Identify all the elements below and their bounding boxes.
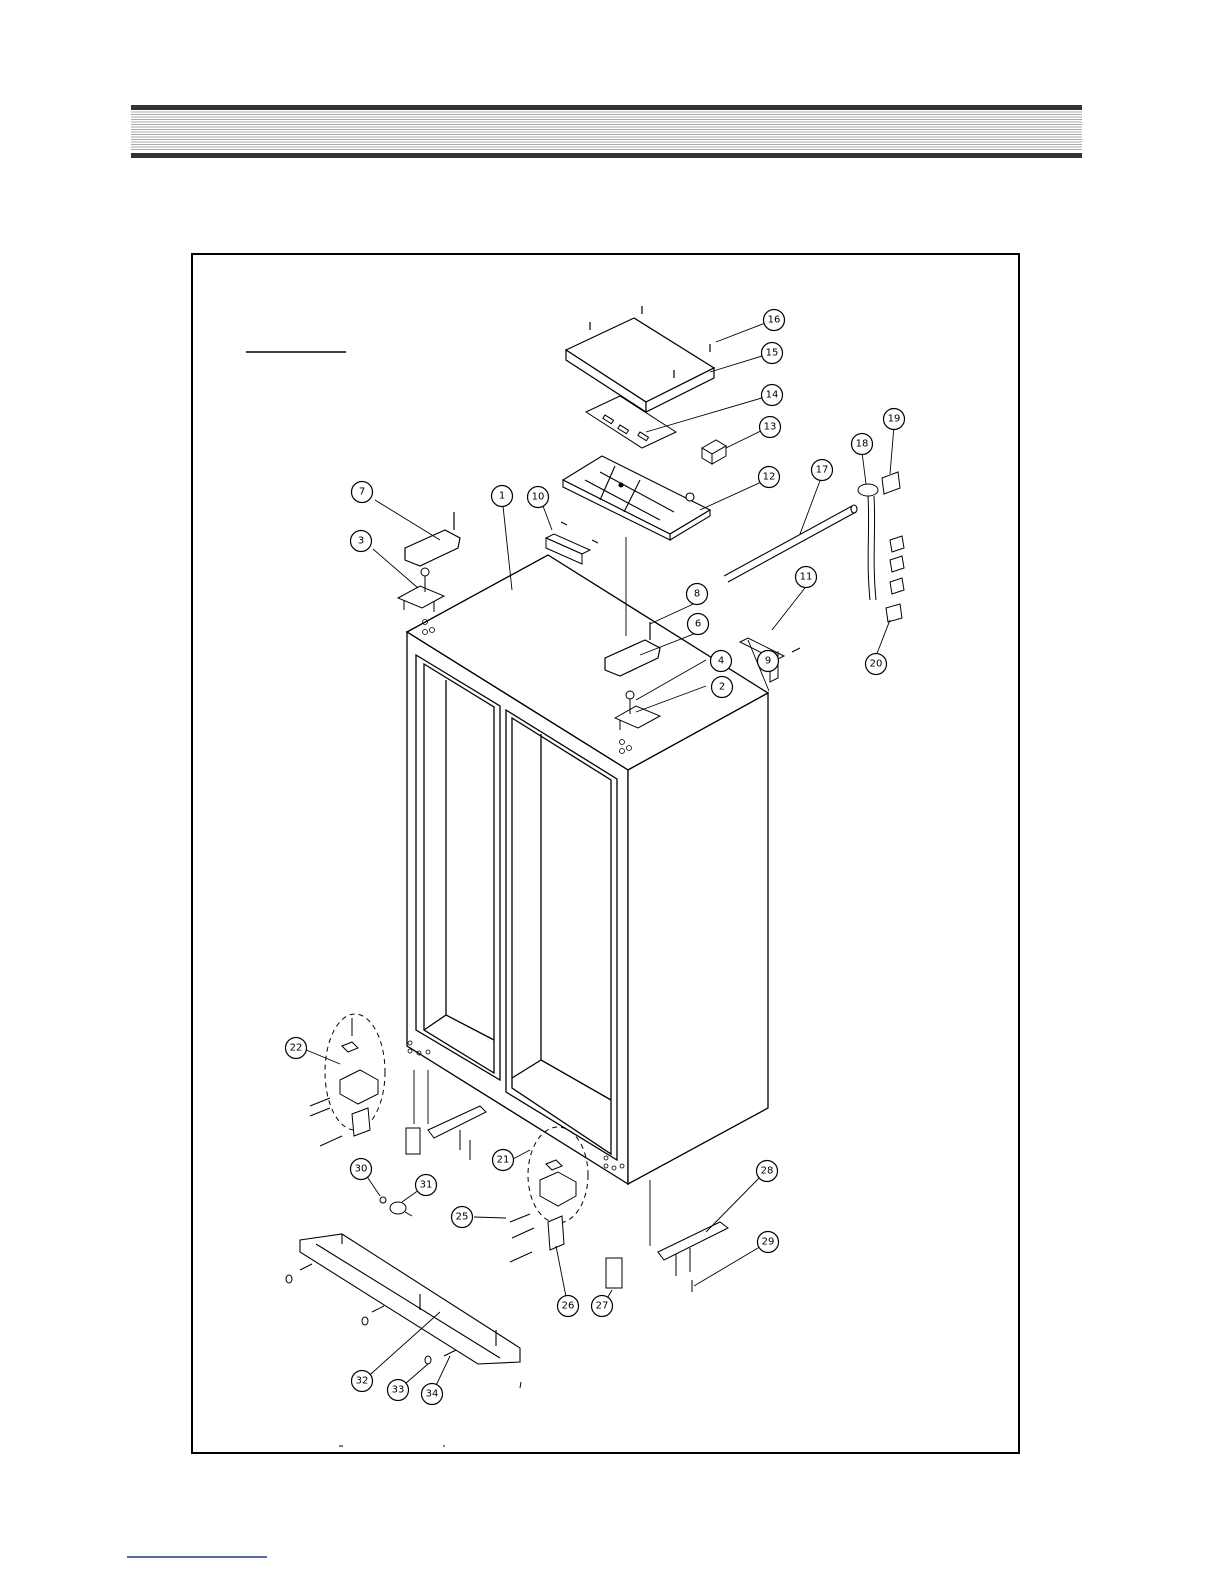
callout-label: 34: [426, 1389, 439, 1400]
spring-parts: [380, 1197, 412, 1216]
callout-26: 26: [558, 1296, 579, 1317]
callout-label: 15: [766, 348, 779, 359]
callout-label: 4: [718, 656, 724, 667]
callout-12: 12: [759, 467, 780, 488]
callout-label: 27: [596, 1301, 609, 1312]
callout-label: 18: [856, 439, 869, 450]
callout-31: 31: [416, 1175, 437, 1196]
callout-label: 20: [870, 659, 883, 670]
callout-33: 33: [388, 1380, 409, 1401]
callout-label: 8: [694, 589, 700, 600]
callout-label: 10: [532, 492, 545, 503]
callout-9: 9: [758, 651, 779, 672]
callout-label: 19: [888, 414, 901, 425]
callout-label: 29: [762, 1237, 775, 1248]
cord-and-clamps: [858, 472, 904, 622]
callout-label: 13: [764, 422, 777, 433]
top-cover: [566, 318, 714, 412]
callout-30: 30: [351, 1159, 372, 1180]
cabinet-body: [407, 555, 768, 1184]
callout-label: 1: [499, 491, 505, 502]
callout-label: 26: [562, 1301, 575, 1312]
callout-label: 21: [497, 1155, 510, 1166]
header-banner: [131, 105, 1082, 158]
callout-label: 32: [356, 1376, 369, 1387]
callout-17: 17: [812, 460, 833, 481]
callout-20: 20: [866, 654, 887, 675]
callout-label: 6: [695, 619, 701, 630]
callout-1: 1: [492, 486, 513, 507]
callout-label: 30: [355, 1164, 368, 1175]
lower-bracket-28: [658, 1222, 728, 1292]
callout-21: 21: [493, 1150, 514, 1171]
callout-8: 8: [687, 584, 708, 605]
callout-16: 16: [764, 310, 785, 331]
lower-hinge-left: [310, 1014, 420, 1154]
callout-label: 11: [800, 572, 813, 583]
callout-14: 14: [762, 385, 783, 406]
pipe-17: [724, 505, 857, 582]
callout-34: 34: [422, 1384, 443, 1405]
callout-label: 33: [392, 1385, 405, 1396]
callout-6: 6: [688, 614, 709, 635]
callout-29: 29: [758, 1232, 779, 1253]
base-rail: [300, 1234, 520, 1364]
callout-label: 28: [761, 1166, 774, 1177]
callout-label: 31: [420, 1180, 433, 1191]
callout-28: 28: [757, 1161, 778, 1182]
callout-label: 16: [768, 315, 781, 326]
upper-hinge-left: [398, 568, 444, 612]
callout-10: 10: [528, 487, 549, 508]
top-bracket-10: [546, 522, 598, 564]
callout-32: 32: [352, 1371, 373, 1392]
callout-label: 12: [763, 472, 776, 483]
callout-3: 3: [351, 531, 372, 552]
hinge-cover-left: [405, 512, 460, 566]
callout-27: 27: [592, 1296, 613, 1317]
frame-tray: [563, 456, 710, 540]
callout-25: 25: [452, 1207, 473, 1228]
callout-label: 25: [456, 1212, 469, 1223]
callout-4: 4: [711, 651, 732, 672]
callout-13: 13: [760, 417, 781, 438]
callout-label: 17: [816, 465, 829, 476]
callout-2: 2: [712, 677, 733, 698]
callout-11: 11: [796, 567, 817, 588]
callout-15: 15: [762, 343, 783, 364]
callout-label: 3: [358, 536, 364, 547]
callout-19: 19: [884, 409, 905, 430]
lower-bracket-left: [428, 1106, 486, 1160]
callout-label: 2: [719, 682, 725, 693]
callout-label: 22: [290, 1043, 303, 1054]
connector-box: [702, 440, 726, 464]
callout-18: 18: [852, 434, 873, 455]
callout-label: 14: [766, 390, 779, 401]
callout-7: 7: [352, 482, 373, 503]
callout-label: 9: [765, 656, 771, 667]
callout-22: 22: [286, 1038, 307, 1059]
callout-label: 7: [359, 487, 365, 498]
